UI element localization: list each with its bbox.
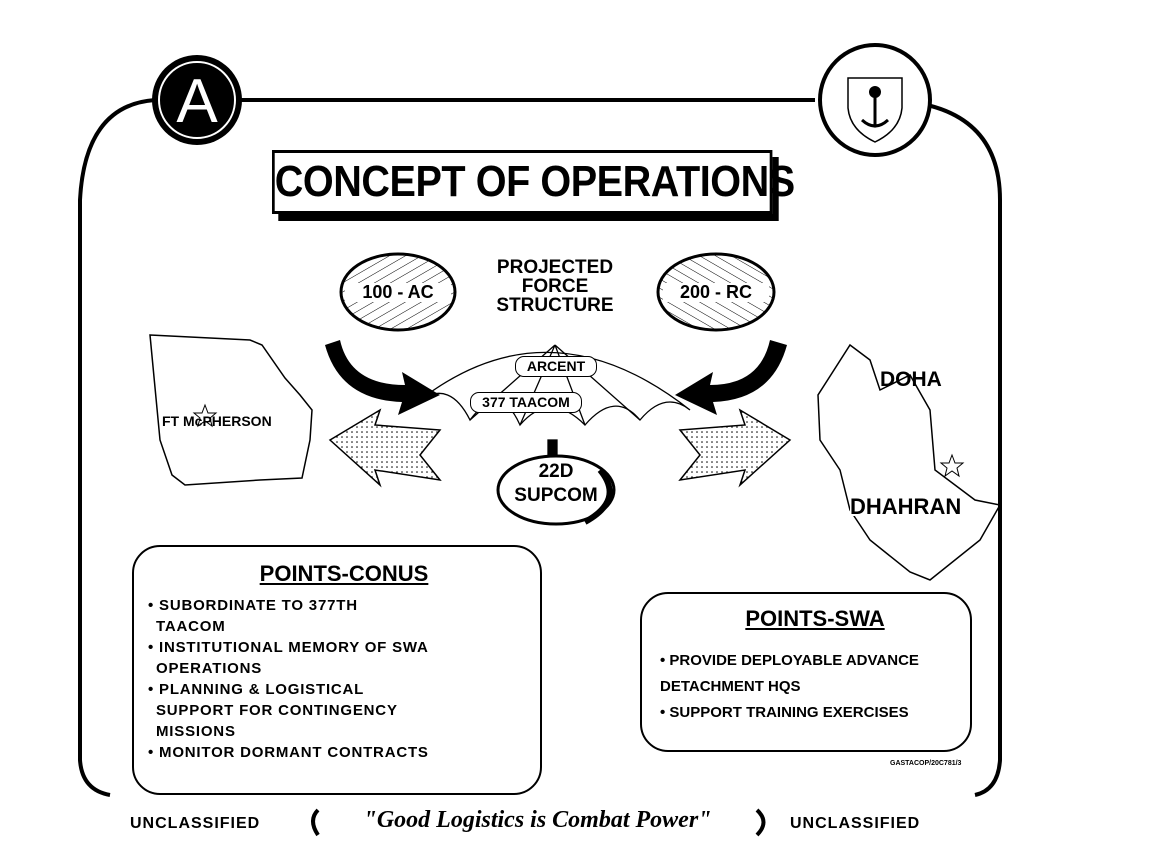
taacom-label: 377 TAACOM	[470, 392, 582, 413]
list-item: MISSIONS	[156, 723, 236, 740]
slogan-bracket-right	[755, 808, 766, 837]
list-item: • PROVIDE DEPLOYABLE ADVANCE	[660, 652, 919, 669]
arrow-right-icon	[678, 408, 792, 488]
badge-a-icon: A	[152, 55, 242, 145]
list-item: • MONITOR DORMANT CONTRACTS	[148, 744, 429, 761]
classification-left: UNCLASSIFIED	[130, 815, 261, 832]
arcent-label: ARCENT	[515, 356, 597, 377]
points-swa-title: POINTS-SWA	[745, 606, 885, 631]
points-swa-box: POINTS-SWA • PROVIDE DEPLOYABLE ADVANCE …	[640, 592, 972, 752]
star-icon	[192, 403, 218, 428]
list-item: • PLANNING & LOGISTICAL	[148, 681, 365, 698]
supcom-line: 22D	[538, 461, 574, 482]
slogan-bracket-left	[311, 808, 320, 837]
classification-right: UNCLASSIFIED	[790, 815, 921, 832]
page-title: CONCEPT OF OPERATIONS	[272, 150, 795, 214]
list-item: • INSTITUTIONAL MEMORY OF SWA	[148, 639, 429, 656]
slide-frame	[78, 98, 1002, 797]
star-icon	[939, 453, 965, 478]
supcom-label: 22D SUPCOM	[500, 460, 612, 508]
rc-label: 200 - RC	[663, 283, 769, 302]
curved-arrow-left-icon	[325, 340, 440, 415]
doha-label: DOHA	[880, 368, 942, 391]
ac-label: 100 - AC	[345, 283, 451, 302]
document-code: GASTACOP/20C781/3	[890, 760, 962, 767]
saudi-map	[817, 343, 1002, 581]
list-item: OPERATIONS	[156, 660, 263, 677]
projected-line: FORCE	[521, 276, 589, 297]
list-item: TAACOM	[156, 618, 226, 635]
points-conus-box: POINTS-CONUS • SUBORDINATE TO 377TH TAAC…	[132, 545, 542, 795]
list-item: DETACHMENT HQS	[660, 678, 801, 695]
projected-force-label: PROJECTED FORCE STRUCTURE	[480, 258, 630, 315]
list-item: SUPPORT FOR CONTINGENCY	[156, 702, 398, 719]
dhahran-label: DHAHRAN	[850, 494, 962, 519]
seal-icon	[818, 43, 932, 157]
curved-arrow-right-icon	[675, 340, 787, 415]
arrow-left-icon	[328, 408, 442, 488]
projected-line: PROJECTED	[496, 257, 614, 278]
list-item: • SUBORDINATE TO 377TH	[148, 597, 358, 614]
svg-text:A: A	[176, 67, 218, 136]
list-item: • SUPPORT TRAINING EXERCISES	[660, 704, 909, 721]
slogan: "Good Logistics is Combat Power"	[363, 807, 712, 833]
supcom-oval	[496, 454, 616, 526]
georgia-map	[149, 334, 313, 486]
ft-mcpherson-label: FT McPHERSON	[162, 413, 272, 429]
projected-line: STRUCTURE	[496, 295, 614, 316]
supcom-line: SUPCOM	[514, 485, 598, 506]
points-conus-title: POINTS-CONUS	[259, 561, 429, 586]
